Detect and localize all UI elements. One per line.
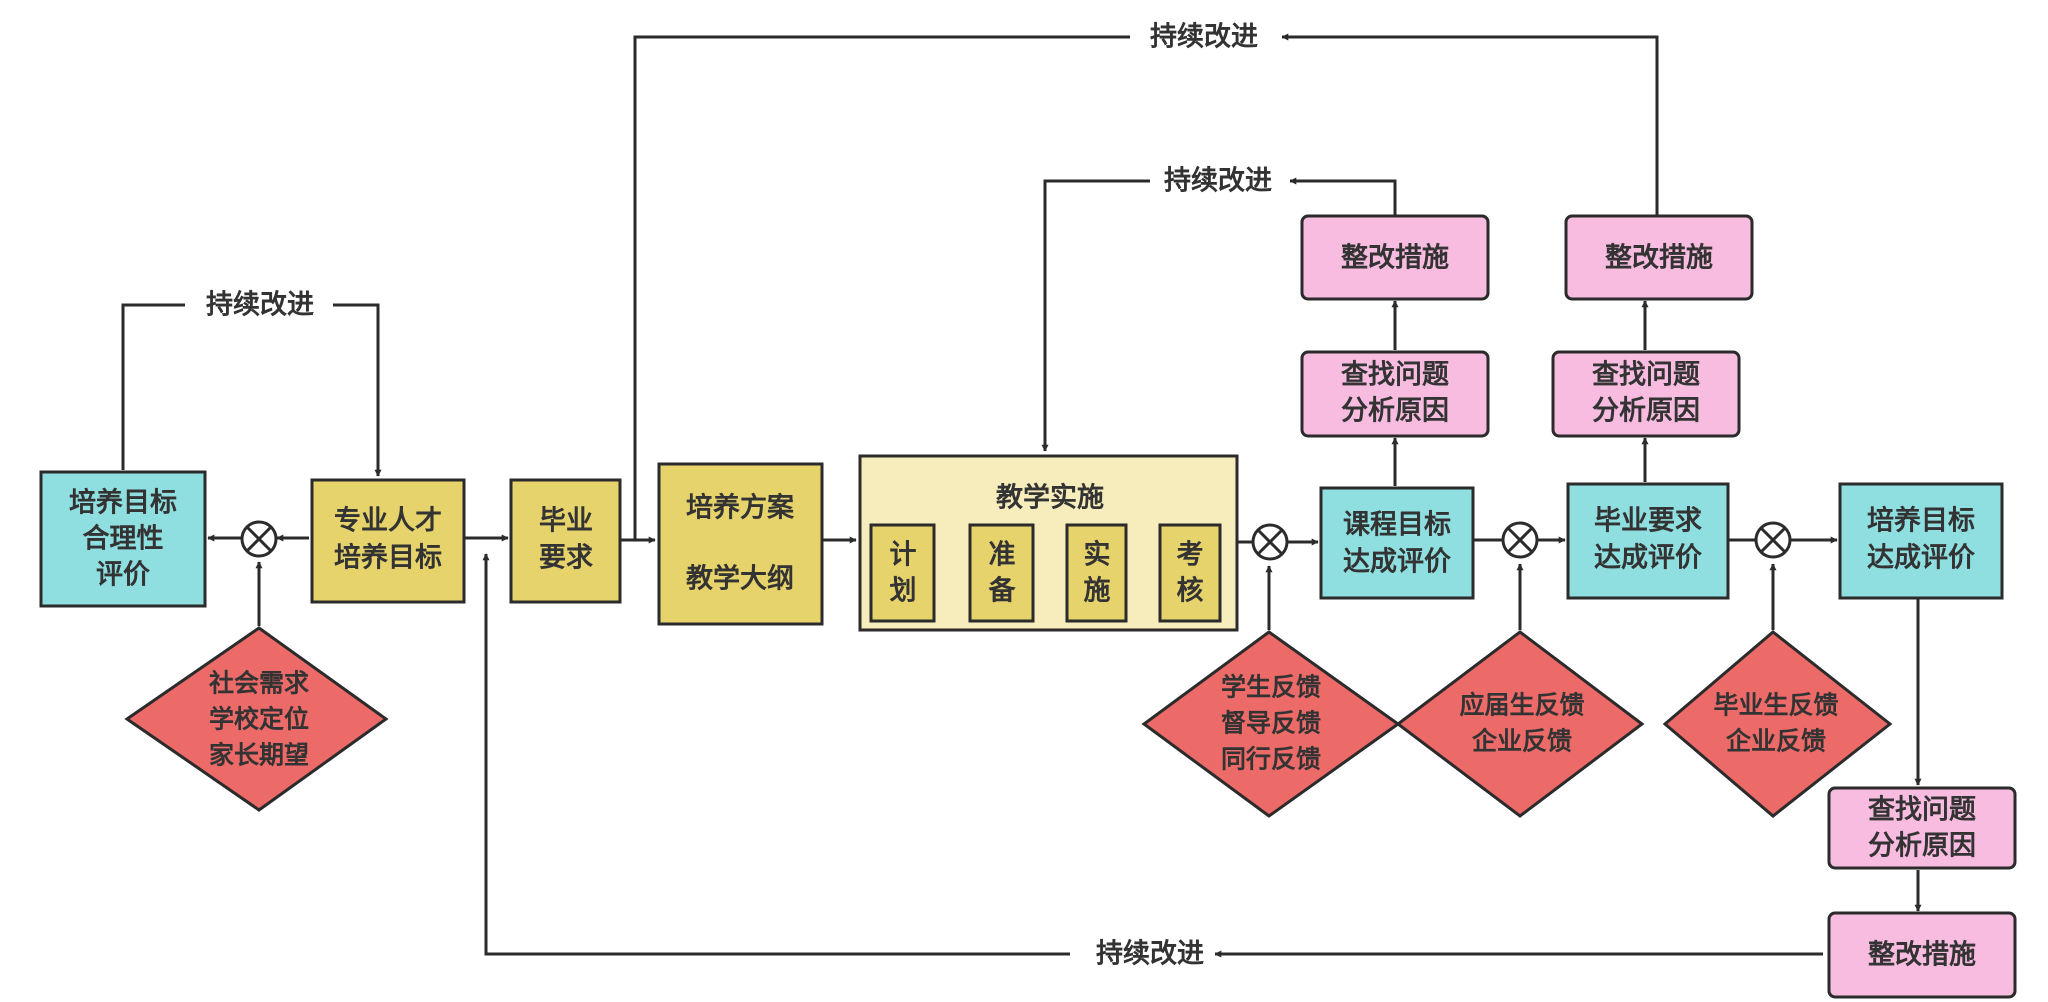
diamond-enterprise1-line1: 应届生反馈 xyxy=(1459,691,1584,720)
step-plan-line2: 划 xyxy=(890,576,917,607)
upper-loop-left-segment xyxy=(1041,179,1150,452)
node-fix1: 整改措施 xyxy=(1300,214,1490,301)
node-course-eval-line2: 达成评价 xyxy=(1343,547,1452,578)
sum-junction-1 xyxy=(240,520,278,558)
bottom-loop-label: 持续改进 xyxy=(1096,939,1204,970)
bottom-loop-label-bg xyxy=(1070,935,1215,973)
node-course-eval: 课程目标 达成评价 xyxy=(1319,486,1475,600)
sum-junction-3 xyxy=(1501,521,1539,559)
step-implement: 实 施 xyxy=(1065,523,1128,623)
upper-loop-label-bg xyxy=(1150,162,1290,200)
node-talent-goal-line1: 专业人才 xyxy=(334,506,442,537)
diamond-society-line2: 学校定位 xyxy=(209,705,309,734)
sum-junction-2 xyxy=(1251,523,1289,561)
node-fix1-label: 整改措施 xyxy=(1341,243,1449,274)
node-talent-goal-line2: 培养目标 xyxy=(334,542,442,574)
node-teaching-title: 教学实施 xyxy=(996,482,1104,514)
node-fix2-label: 整改措施 xyxy=(1605,243,1713,274)
diamond-society: 社会需求 学校定位 家长期望 xyxy=(124,626,389,812)
diamond-society-line3: 家长期望 xyxy=(209,741,309,770)
diamond-society-line1: 社会需求 xyxy=(209,669,309,698)
bottom-loop-left-segment xyxy=(482,553,1070,956)
node-goal-eval-line1: 培养目标 xyxy=(1867,505,1975,537)
left-loop-label: 持续改进 xyxy=(206,290,314,321)
node-course-eval-line1: 课程目标 xyxy=(1343,510,1451,541)
node-find1-line2: 分析原因 xyxy=(1341,396,1449,427)
top-loop-label-bg xyxy=(1130,18,1282,56)
diamond-students-line2: 督导反馈 xyxy=(1221,709,1321,738)
node-fix2: 整改措施 xyxy=(1564,214,1754,301)
node-grad-eval-line2: 达成评价 xyxy=(1594,543,1703,574)
node-goal-rationality: 培养目标 合理性 评价 xyxy=(39,470,207,608)
node-find2-line1: 查找问题 xyxy=(1592,360,1700,391)
node-find1: 查找问题 分析原因 xyxy=(1300,350,1490,438)
node-fix3-label: 整改措施 xyxy=(1868,940,1976,971)
step-prepare-line1: 准 xyxy=(989,540,1016,571)
node-find3: 查找问题 分析原因 xyxy=(1827,786,2017,870)
step-prepare-line2: 备 xyxy=(988,576,1017,607)
node-goal-eval-line2: 达成评价 xyxy=(1867,543,1976,574)
diamond-enterprise2: 毕业生反馈 企业反馈 xyxy=(1662,630,1893,818)
step-plan: 计 划 xyxy=(869,523,936,623)
node-find3-line2: 分析原因 xyxy=(1868,831,1976,862)
step-assess: 考 核 xyxy=(1158,523,1222,623)
top-loop-right-segment xyxy=(1281,33,1659,215)
node-grad-eval: 毕业要求 达成评价 xyxy=(1566,482,1730,600)
top-loop-left-segment xyxy=(633,35,1130,540)
step-assess-line2: 核 xyxy=(1177,575,1204,607)
node-find2-line2: 分析原因 xyxy=(1592,396,1700,427)
diamond-students-line1: 学生反馈 xyxy=(1221,673,1321,702)
step-plan-line1: 计 xyxy=(890,540,917,571)
step-prepare: 准 备 xyxy=(968,523,1035,623)
node-plan-syllabus: 培养方案 教学大纲 xyxy=(657,462,824,626)
node-plan-syllabus-line1: 培养方案 xyxy=(686,492,795,524)
node-grad-req: 毕业 要求 xyxy=(509,478,622,604)
diamond-enterprise2-line1: 毕业生反馈 xyxy=(1713,691,1838,720)
step-implement-line2: 施 xyxy=(1084,576,1111,607)
node-goal-rationality-line3: 评价 xyxy=(96,560,151,591)
node-plan-syllabus-line2: 教学大纲 xyxy=(686,563,794,595)
node-goal-rationality-line2: 合理性 xyxy=(83,523,164,555)
node-fix3: 整改措施 xyxy=(1827,911,2017,999)
node-talent-goal: 专业人才 培养目标 xyxy=(310,478,466,604)
diamond-enterprise1-line2: 企业反馈 xyxy=(1472,727,1572,756)
diamond-students-line3: 同行反馈 xyxy=(1221,745,1321,774)
step-implement-line1: 实 xyxy=(1084,539,1111,571)
node-grad-req-line2: 要求 xyxy=(539,543,593,574)
step-assess-line1: 考 xyxy=(1177,540,1204,571)
upper-loop-right-segment xyxy=(1289,177,1397,215)
node-grad-eval-line1: 毕业要求 xyxy=(1594,506,1702,537)
diamond-enterprise1: 应届生反馈 企业反馈 xyxy=(1395,630,1645,818)
left-loop-label-bg xyxy=(185,286,333,324)
node-find1-line1: 查找问题 xyxy=(1341,360,1449,391)
node-find2: 查找问题 分析原因 xyxy=(1551,350,1741,438)
sum-junction-4 xyxy=(1754,521,1792,559)
node-teaching: 教学实施 计 划 准 备 实 施 考 核 xyxy=(858,454,1239,632)
left-loop-from-rationality xyxy=(121,303,185,470)
left-loop-to-talent xyxy=(333,303,382,477)
upper-loop-label: 持续改进 xyxy=(1164,166,1272,197)
diamond-students: 学生反馈 督导反馈 同行反馈 xyxy=(1141,630,1401,818)
node-grad-req-line1: 毕业 xyxy=(539,506,593,537)
node-find3-line1: 查找问题 xyxy=(1868,795,1976,826)
diamond-enterprise2-line2: 企业反馈 xyxy=(1726,727,1826,756)
node-goal-eval: 培养目标 达成评价 xyxy=(1838,482,2004,600)
top-loop-label: 持续改进 xyxy=(1150,22,1258,53)
node-goal-rationality-line1: 培养目标 xyxy=(69,487,177,519)
